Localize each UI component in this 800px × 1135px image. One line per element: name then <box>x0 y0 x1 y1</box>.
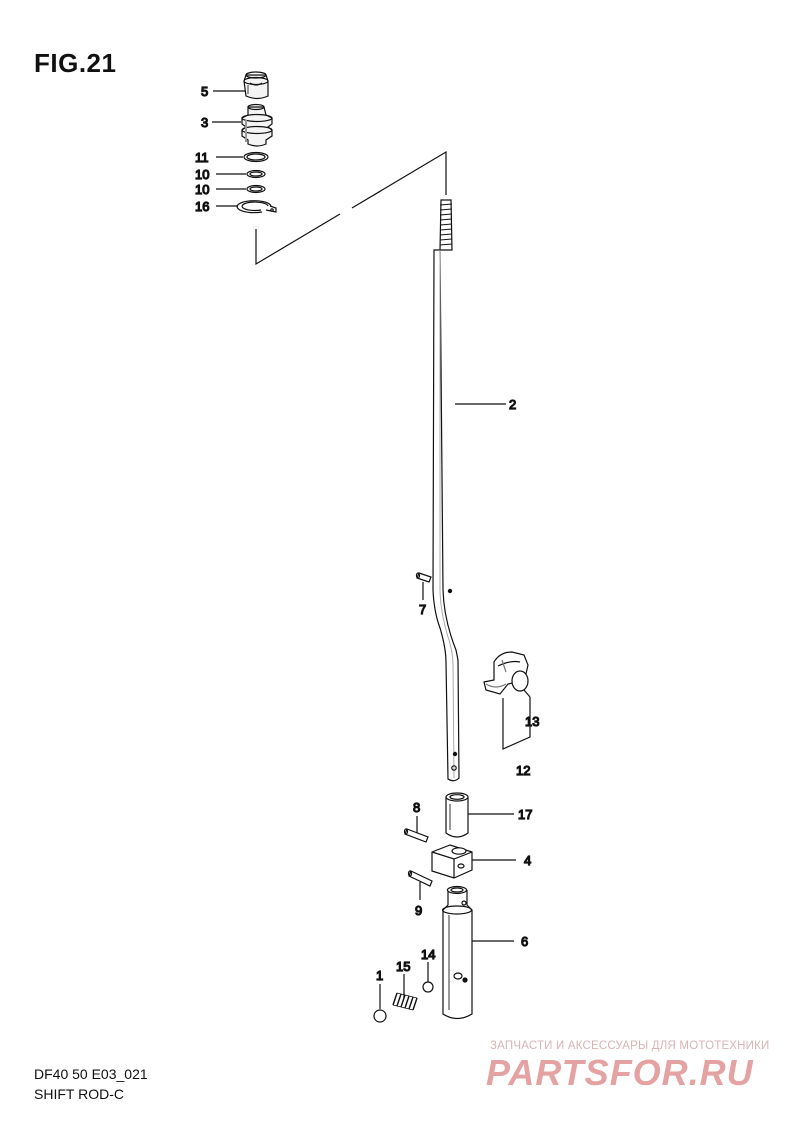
part-2-shift-rod <box>432 199 460 782</box>
part-15-spring <box>392 992 418 1011</box>
callout-16: 16 <box>195 199 209 214</box>
part-4-joint-block <box>431 844 473 879</box>
part-3-seal <box>241 103 273 147</box>
part-17-bush <box>445 792 469 838</box>
callout-15: 15 <box>396 959 410 974</box>
callout-12: 12 <box>516 763 530 778</box>
callout-4: 4 <box>524 853 531 868</box>
part-9-pin <box>407 870 433 887</box>
part-8-pin <box>403 828 429 843</box>
callout-14: 14 <box>421 947 435 962</box>
figure-title: FIG.21 <box>34 48 117 78</box>
assembly-line-right <box>351 150 447 209</box>
callout-13: 13 <box>525 714 539 729</box>
part-13-clip <box>483 651 529 695</box>
part-6-lower-rod <box>441 885 473 1020</box>
part-10-o-ring-b <box>246 184 266 194</box>
part-10-o-ring-a <box>246 169 266 179</box>
callout-8: 8 <box>413 800 420 815</box>
assembly-line-left <box>255 213 341 266</box>
callout-3: 3 <box>201 115 208 130</box>
watermark-logo: PARTSFOR.RU <box>486 1052 754 1093</box>
part-16-circlip <box>236 200 277 214</box>
part-5-bush <box>243 71 269 100</box>
part-14-ball <box>422 981 434 993</box>
callout-11: 11 <box>195 150 209 165</box>
callout-10a: 10 <box>195 167 209 182</box>
watermark-subtitle: ЗАПЧАСТИ И АКСЕССУАРЫ ДЛЯ МОТОТЕХНИКИ <box>490 1040 770 1052</box>
callout-6: 6 <box>521 934 528 949</box>
part-7-pin <box>415 572 432 583</box>
callout-17: 17 <box>518 807 532 822</box>
leader-13 <box>523 689 531 698</box>
part-11-o-ring <box>243 151 269 163</box>
leader-12-13-bracket <box>502 697 531 750</box>
callout-5: 5 <box>201 84 208 99</box>
callout-9: 9 <box>415 903 422 918</box>
diagram-name: SHIFT ROD-C <box>34 1086 124 1102</box>
callout-7: 7 <box>419 602 426 617</box>
callout-10b: 10 <box>195 182 209 197</box>
callout-2: 2 <box>509 397 516 412</box>
part-1-ball <box>373 1009 387 1023</box>
diagram-code: DF40 50 E03_021 <box>34 1066 148 1082</box>
callout-1: 1 <box>376 968 383 983</box>
